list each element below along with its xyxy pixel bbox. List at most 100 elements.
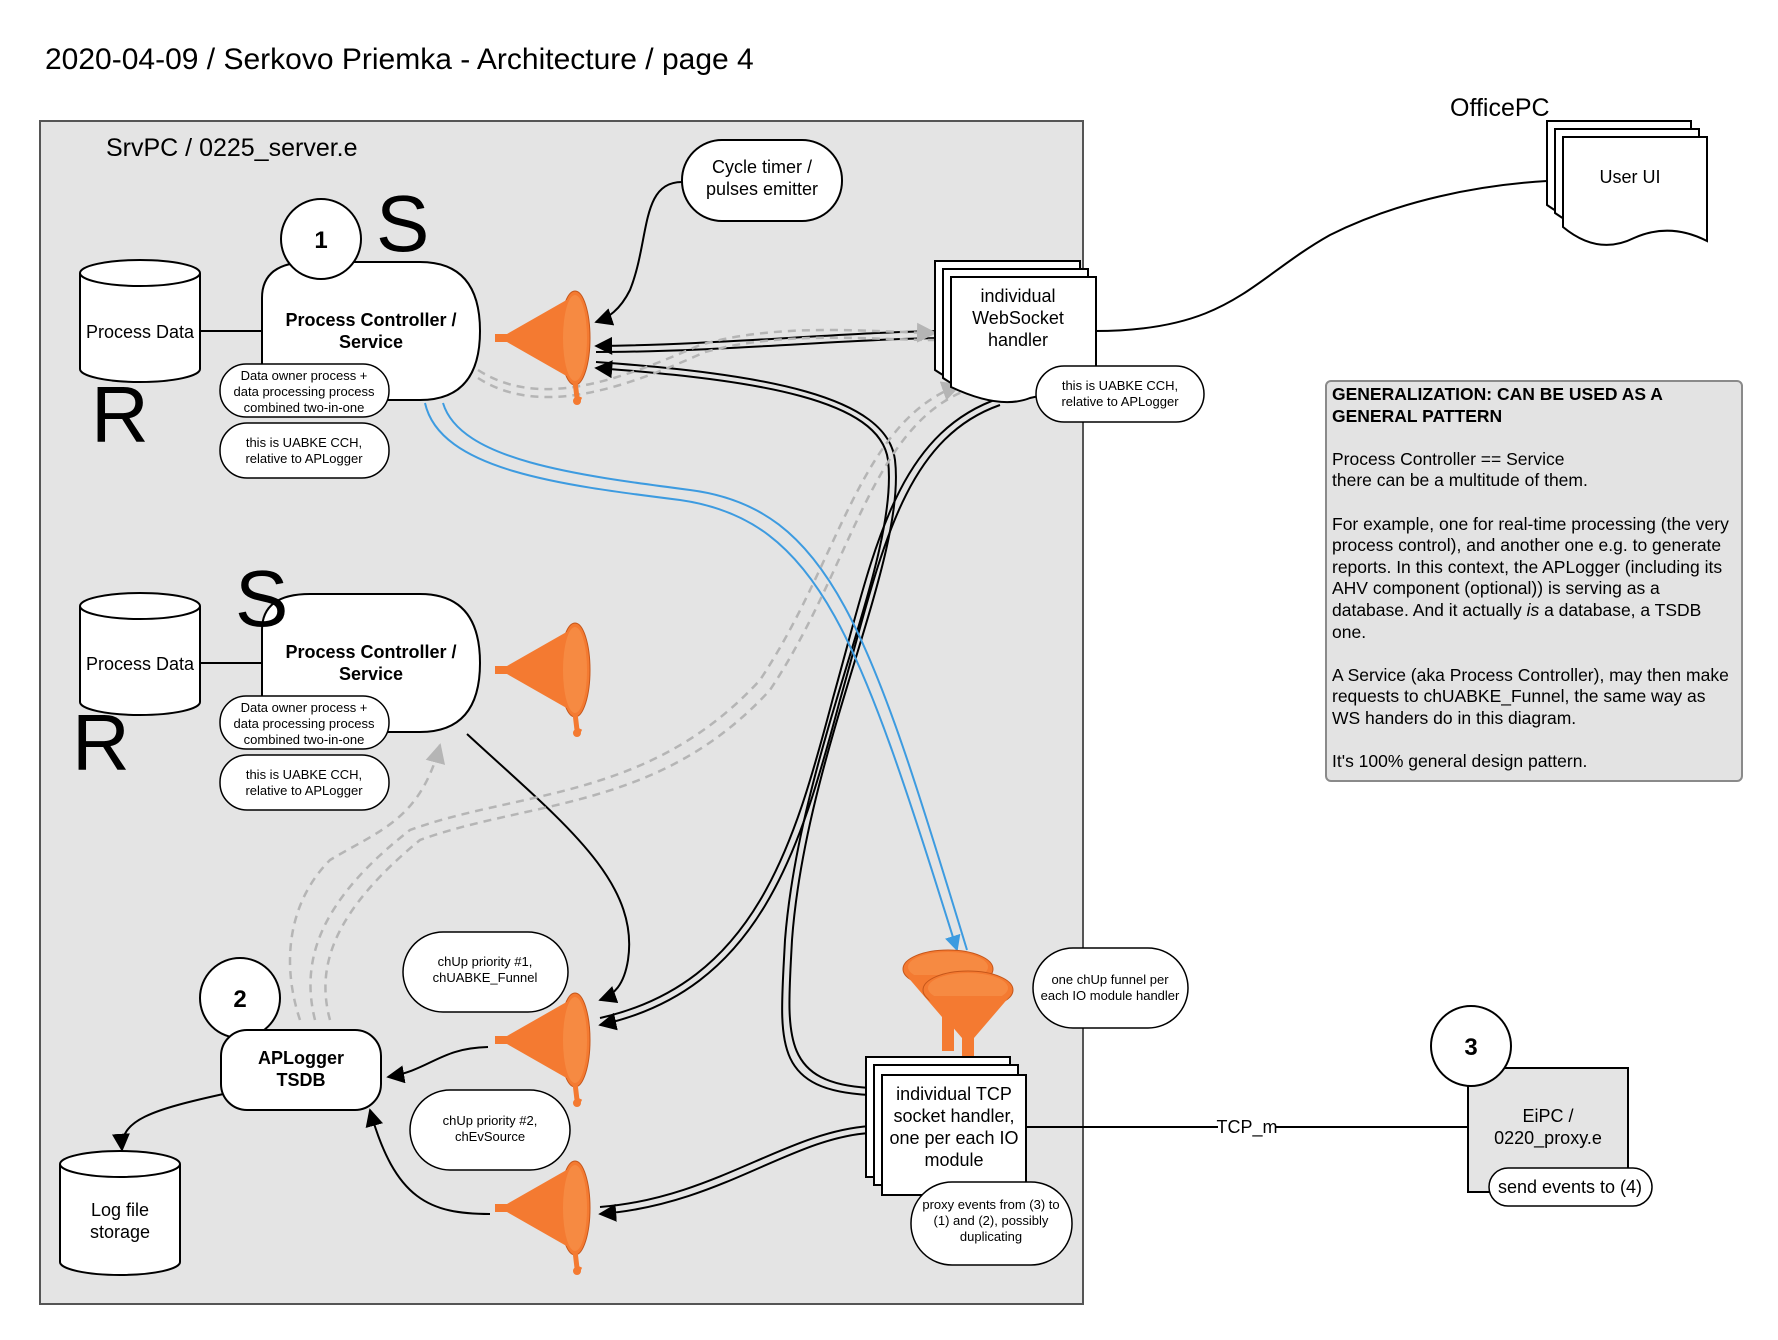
note-emphasis: is <box>1526 599 1540 620</box>
note-priority-2 <box>409 1089 571 1171</box>
note-line: relative to APLogger <box>1061 394 1179 409</box>
connector-timer-to-funnel <box>594 181 683 326</box>
note-line: duplicating <box>960 1229 1022 1244</box>
note-text: For example, one for real-time processin… <box>1332 513 1729 534</box>
note-text: It's 100% general design pattern. <box>1332 751 1588 772</box>
note-line: chUp priority #2, <box>443 1113 538 1128</box>
websocket-handler-line: WebSocket <box>972 308 1064 328</box>
server-box-label: SrvPC / 0225_server.e <box>106 134 358 162</box>
note-text: one. <box>1332 621 1367 642</box>
send-events-text: send events to (4) <box>1498 1177 1642 1197</box>
marker-circle-1 <box>280 198 362 280</box>
note-text: requests to chUABKE_Funnel, the same way… <box>1332 686 1706 707</box>
note-heading: GENERALIZATION: CAN BE USED AS A <box>1332 384 1663 404</box>
tcp-handler-line: socket handler, <box>893 1106 1014 1126</box>
log-file-line: storage <box>90 1222 150 1242</box>
connector-ws-to-funnel-a <box>594 330 949 355</box>
note-funnel-per-module <box>1032 947 1189 1029</box>
aplogger-line1: APLogger <box>258 1048 344 1068</box>
page-title: 2020-04-09 / Serkovo Priemka - Architect… <box>45 43 754 76</box>
cycle-timer[interactable] <box>681 139 843 222</box>
marker-number: 2 <box>233 986 246 1013</box>
note-text: there can be a multitude of them. <box>1332 470 1588 491</box>
marker-circle-3 <box>1430 1005 1512 1087</box>
note-text: AHV component (optional)) is serving as … <box>1332 578 1660 599</box>
note-line: (1) and (2), possibly <box>934 1213 1049 1228</box>
letter-r: R <box>91 370 149 459</box>
connector-tcp-to-funnel4-a <box>598 1132 871 1222</box>
note-proxy-events <box>910 1181 1073 1266</box>
note-text: database. And it actually <box>1332 599 1527 620</box>
log-file-line: Log file <box>91 1200 149 1220</box>
process-data-cylinder-1[interactable]: Process Data <box>79 259 201 383</box>
officepc-label: OfficePC <box>1450 94 1550 122</box>
connector-ctrl1-to-iofunnel-a <box>424 402 961 952</box>
note-uabke-1 <box>219 422 390 479</box>
note-line: one chUp funnel per <box>1051 972 1169 987</box>
aplogger-line2: TSDB <box>277 1070 326 1090</box>
note-data-owner-1 <box>219 363 390 418</box>
note-line: data processing process <box>234 384 375 399</box>
connector-dashed-ctrl1-ws-b <box>477 336 936 399</box>
log-file-storage[interactable]: Log file storage <box>59 1150 181 1276</box>
tcp-handler-line: module <box>924 1150 983 1170</box>
websocket-handler-line: handler <box>988 330 1048 350</box>
process-data-cylinder-2[interactable]: Process Data <box>79 592 201 716</box>
user-ui-label: User UI <box>1599 167 1660 187</box>
tcp-handler-stack[interactable] <box>865 1056 1027 1196</box>
connector-tcp-to-funnel1-a <box>594 360 890 1096</box>
marker-number: 1 <box>314 227 327 254</box>
connector-tcp-to-funnel4-b <box>599 1125 871 1208</box>
connector-dashed-aplogger-ctrl2 <box>288 743 446 1021</box>
tcp-handler-line: one per each IO <box>889 1128 1018 1148</box>
connector-aplogger-to-logfile <box>111 1092 229 1152</box>
controller-title-line1: Process Controller / <box>285 642 456 662</box>
generalization-note: GENERALIZATION: CAN BE USED AS A GENERAL… <box>1325 380 1743 782</box>
note-line: chUp priority #1, <box>438 954 533 969</box>
cycle-timer-line: Cycle timer / <box>712 157 812 177</box>
connector-ctrl2-to-funnel3 <box>466 733 631 1004</box>
note-text: Process Controller == Service <box>1332 448 1565 469</box>
controller-title-line2: Service <box>339 332 403 352</box>
note-line: this is UABKE CCH, <box>246 435 362 450</box>
note-uabke-2 <box>219 754 390 811</box>
connector-funnel3-to-aplogger <box>386 1046 489 1084</box>
note-text-line: database. And it actually is a database,… <box>1332 600 1736 622</box>
eipc-line2: 0220_proxy.e <box>1494 1128 1602 1149</box>
marker-number: 3 <box>1464 1034 1477 1061</box>
note-text: a database, a TSDB <box>1539 599 1702 620</box>
process-data-label: Process Data <box>86 654 195 674</box>
note-text: process control), and another one e.g. t… <box>1332 535 1722 556</box>
aplogger-tsdb[interactable] <box>220 1029 382 1111</box>
note-line: chEvSource <box>455 1129 525 1144</box>
note-text: reports. In this context, the APLogger (… <box>1332 556 1723 577</box>
note-text: A Service (aka Process Controller), may … <box>1332 664 1729 685</box>
connector-funnel4-to-aplogger <box>365 1108 491 1215</box>
eipc-line1: EiPC / <box>1522 1106 1573 1126</box>
tcp-handler-line: individual TCP <box>896 1084 1012 1104</box>
note-data-owner-2 <box>219 695 390 750</box>
connector-tcp-to-funnel1-b <box>595 361 897 1089</box>
connector-ws-to-funnel3-b <box>599 397 1001 1019</box>
user-ui-document[interactable]: User UI <box>1546 120 1708 246</box>
note-line: this is UABKE CCH, <box>1062 378 1178 393</box>
note-line: each IO module handler <box>1041 988 1180 1003</box>
note-text: WS handers do in this diagram. <box>1332 707 1577 728</box>
connector-ctrl1-to-iofunnel-b <box>442 402 968 951</box>
note-line: this is UABKE CCH, <box>246 767 362 782</box>
connector-ws-to-userui <box>1094 180 1548 332</box>
letter-s: S <box>235 554 288 643</box>
note-line: chUABKE_Funnel <box>433 970 538 985</box>
note-line: Data owner process + <box>241 368 368 383</box>
note-line: relative to APLogger <box>245 451 363 466</box>
websocket-handler-line: individual <box>980 286 1055 306</box>
note-line: relative to APLogger <box>245 783 363 798</box>
connector-dashed-aplogger-ws-b <box>324 390 963 1021</box>
letter-r: R <box>72 698 130 787</box>
controller-title-line1: Process Controller / <box>285 310 456 330</box>
note-priority-1 <box>402 931 569 1013</box>
note-line: combined two-in-one <box>244 400 365 415</box>
connector-dashed-aplogger-ws-a <box>309 381 962 1021</box>
